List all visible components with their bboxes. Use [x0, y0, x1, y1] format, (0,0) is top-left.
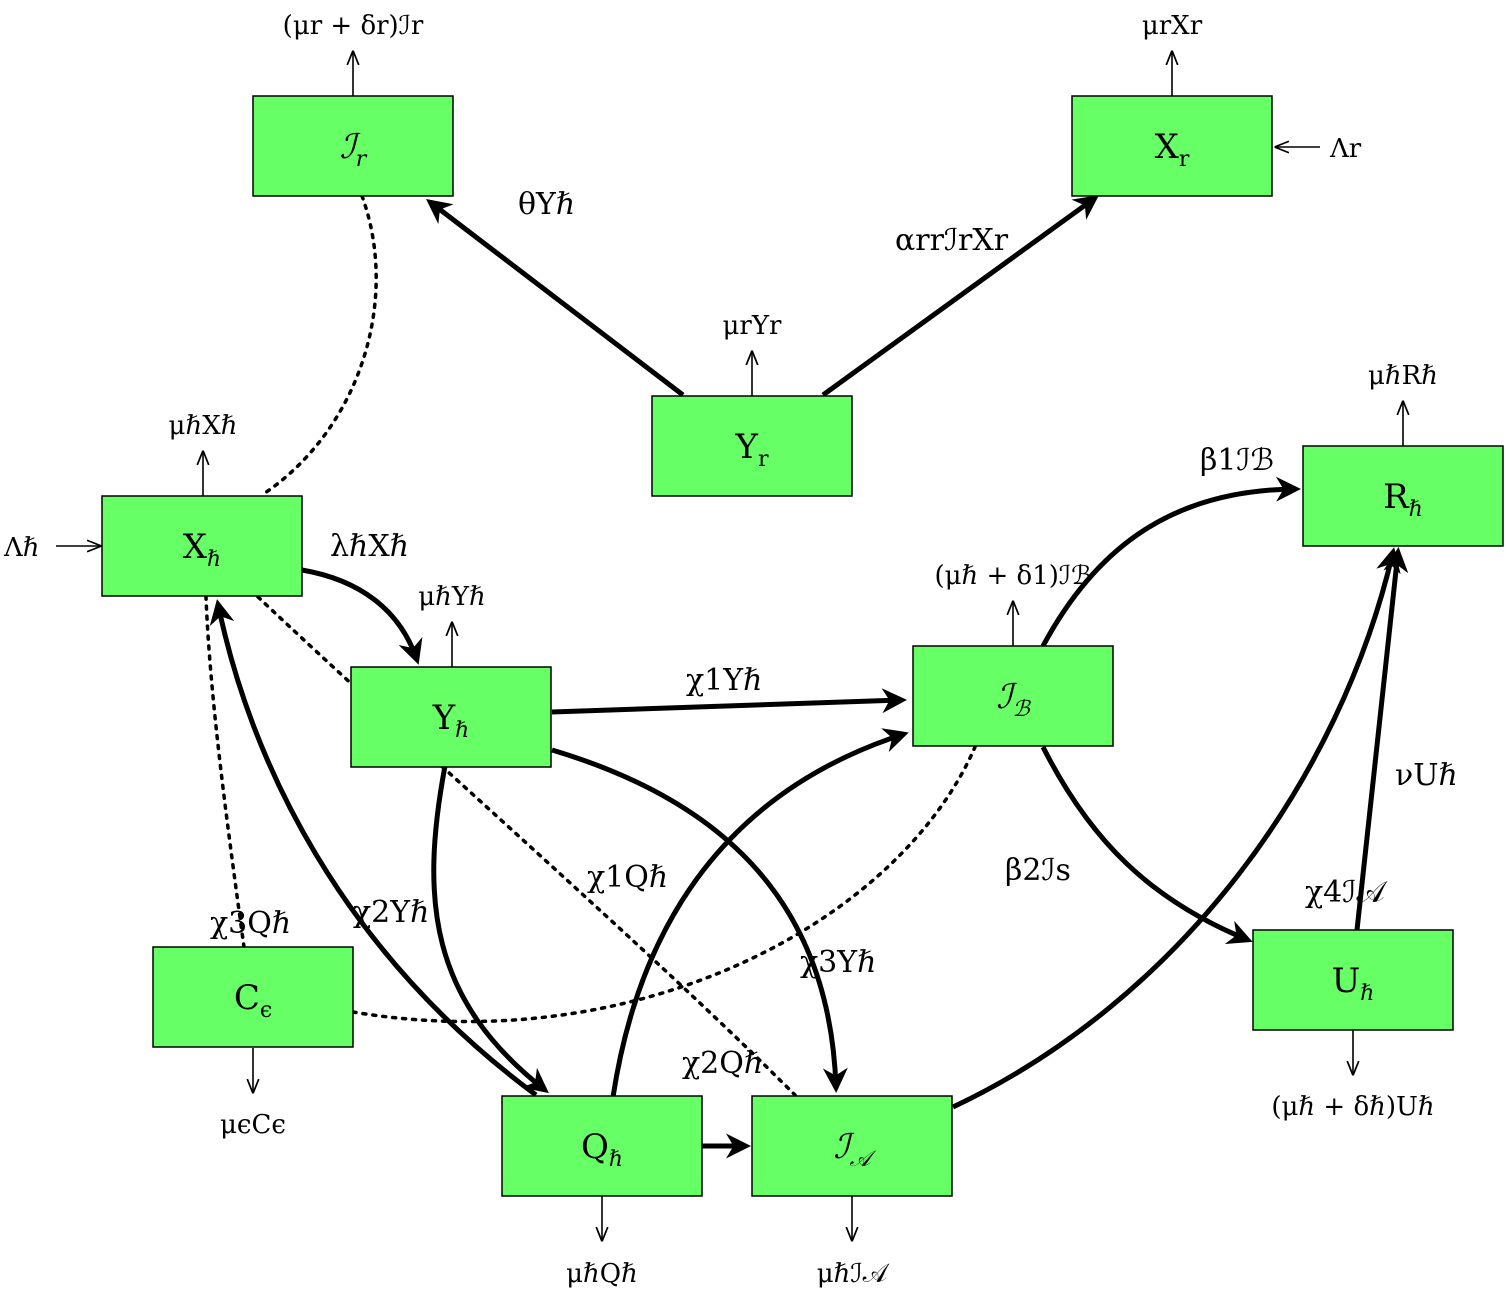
label-chi4-IA: χ4ℐ𝒜 [1305, 875, 1388, 910]
label-IB-out: (μℏ + δ1)ℐℬ [934, 561, 1091, 591]
label-Ce-out: μϵCϵ [220, 1110, 286, 1140]
label-lambda-h: λℏXℏ [330, 529, 409, 564]
dotted-Xh-IA [256, 595, 797, 1097]
svg-text:Uℏ: Uℏ [1332, 961, 1375, 1006]
node-IB: ℐℬ [912, 645, 1114, 747]
dotted-Ce-IB [351, 745, 977, 1024]
edge-Qh-to-IB [610, 728, 909, 1098]
node-Rh: Rℏ [1302, 445, 1504, 547]
node-Yr: Yr [651, 395, 853, 497]
edge-Yh-to-Qh [431, 765, 549, 1094]
svg-text:ℐℬ: ℐℬ [996, 677, 1031, 722]
edge-Qh-to-Xh [209, 599, 538, 1098]
edge-IA-to-Rh [951, 547, 1401, 1110]
svg-text:Yr: Yr [735, 427, 769, 472]
label-IA-out: μℏℐ𝒜 [817, 1259, 890, 1289]
label-Ir-out: (μr + δr)ℐr [283, 11, 424, 41]
dotted-Ce-Xh [204, 595, 246, 949]
node-IA: ℐ𝒜 [751, 1095, 953, 1197]
label-theta-Yh: θYℏ [518, 187, 575, 222]
svg-text:Xr: Xr [1155, 127, 1190, 172]
label-nu-Uh: νUℏ [1395, 758, 1458, 793]
edge-Uh-to-Rh [1354, 547, 1409, 931]
label-Xr-in: Λr [1329, 134, 1362, 164]
label-Xh-in: Λℏ [3, 533, 40, 563]
edge-Yh-to-IA [551, 747, 848, 1093]
label-chi1-Qh: χ1Qℏ [587, 860, 668, 895]
label-beta2-Is: β2ℐs [1005, 853, 1071, 888]
svg-text:ℐr: ℐr [340, 127, 368, 172]
svg-text:Cϵ: Cϵ [234, 978, 272, 1023]
label-Xh-out: μℏXℏ [169, 411, 238, 441]
node-Xh: Xℏ [101, 495, 303, 597]
edge-Yr-to-Ir [426, 198, 685, 397]
label-beta1-IB: β1ℐℬ [1200, 443, 1274, 478]
edge-Yr-to-Xr [821, 195, 1100, 398]
label-chi1-Yh: χ1Yℏ [686, 663, 762, 698]
edge-Xh-to-Yh [301, 567, 423, 665]
node-Ce: Cϵ [152, 946, 354, 1048]
node-Ir: ℐr [252, 95, 454, 197]
label-Yh-out: μℏYℏ [418, 582, 486, 612]
label-chi2-Qh: χ2Qℏ [682, 1046, 763, 1081]
svg-text:Xℏ: Xℏ [183, 527, 221, 572]
svg-text:Yℏ: Yℏ [432, 698, 470, 743]
label-chi2-Yh: χ2Yℏ [353, 895, 429, 930]
edge-Yh-to-IB [551, 688, 907, 715]
label-Qh-out: μℏQℏ [566, 1259, 638, 1289]
label-Xr-out: μrXr [1142, 11, 1203, 41]
label-chi3-Yh: χ3Yℏ [800, 945, 876, 980]
label-alpha-rr: αrrℐrXr [895, 223, 1009, 258]
node-Uh: Uℏ [1252, 929, 1454, 1031]
label-Rh-out: μℏRℏ [1368, 361, 1438, 391]
label-Uh-out: (μℏ + δℏ)Uℏ [1271, 1092, 1434, 1122]
node-Yh: Yℏ [350, 666, 552, 768]
edge-IB-to-Uh [1040, 745, 1253, 945]
edge-IB-to-Rh [1040, 476, 1301, 648]
node-Xr: Xr [1071, 95, 1273, 197]
dotted-Ir-Xh [260, 194, 378, 497]
svg-text:Qℏ: Qℏ [581, 1127, 623, 1172]
node-Qh: Qℏ [501, 1095, 703, 1197]
svg-text:Rℏ: Rℏ [1383, 477, 1423, 522]
label-chi3-Qh: χ3Qℏ [210, 906, 291, 941]
label-Yr-out: μrYr [723, 311, 782, 341]
